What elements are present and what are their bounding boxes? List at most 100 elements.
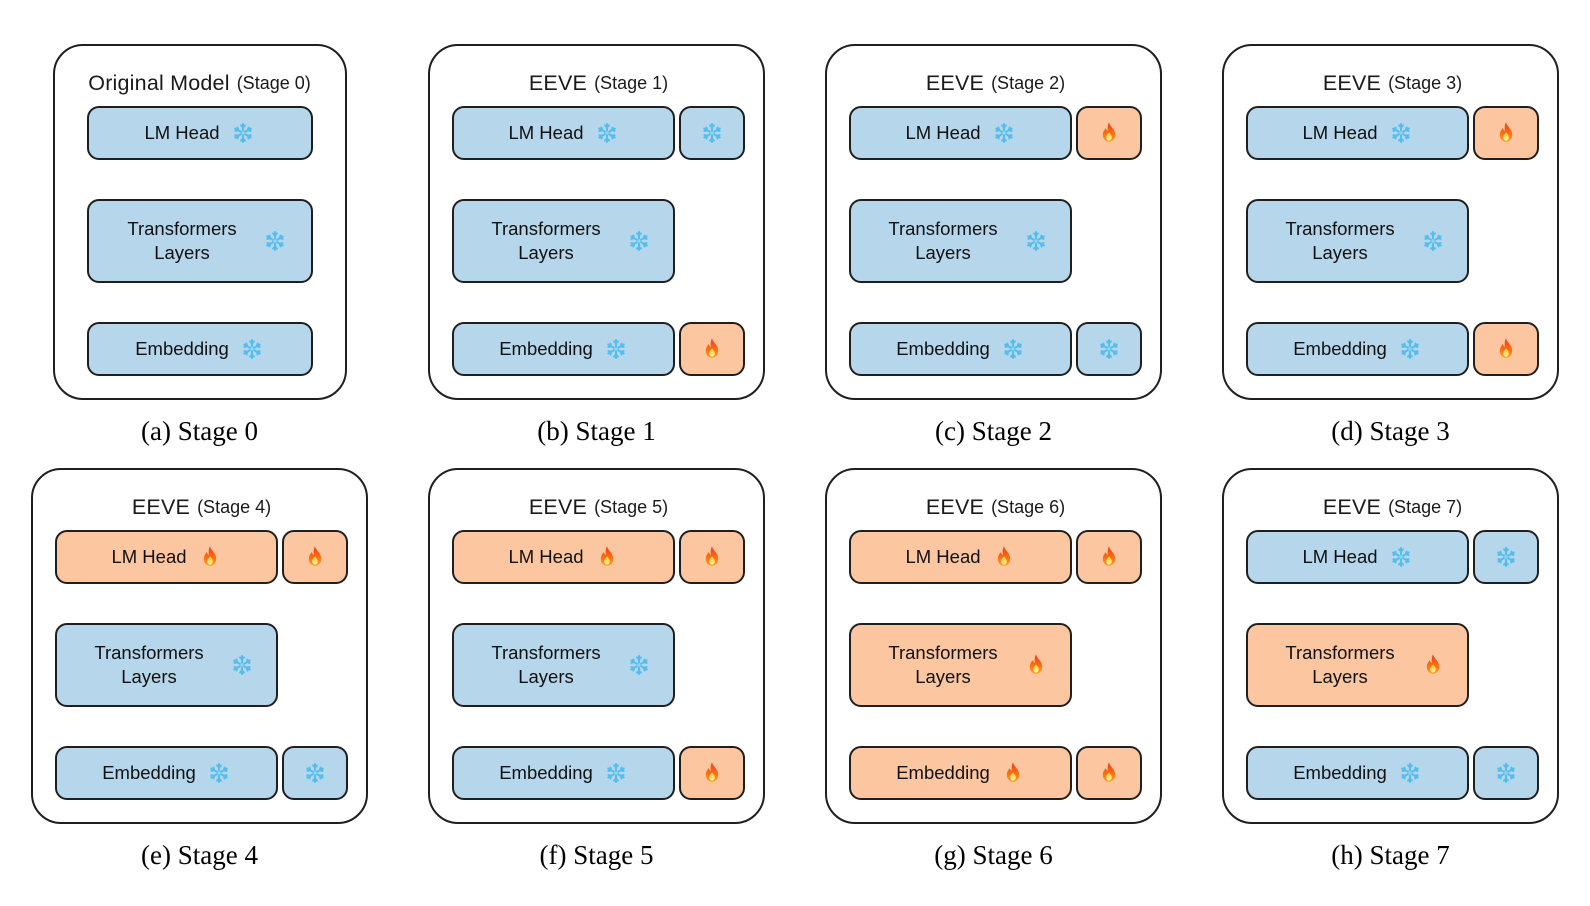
snowflake-icon (207, 761, 231, 785)
box-label: Embedding (499, 761, 593, 783)
embedding-side-box (1473, 746, 1539, 800)
panel-rows: LM Head Transformers Layers Embedding (86, 106, 313, 376)
lm-head-row: LM Head (849, 530, 1142, 584)
stage-caption: (a) Stage 0 (141, 416, 258, 446)
fire-icon (700, 337, 724, 361)
box-label: LM Head (144, 121, 220, 143)
panel-frame-stage-0: Original Model (Stage 0) LM Head Transfo… (52, 44, 347, 400)
panel-title: EEVE (Stage 3) (1246, 60, 1539, 106)
embedding-box: Embedding (1246, 746, 1469, 800)
embedding-row: Embedding (849, 746, 1142, 800)
side-spacer (679, 199, 745, 283)
transformers-layers-box: Transformers Layers (1246, 623, 1469, 707)
fire-icon (1024, 653, 1048, 677)
embedding-side-box (1076, 322, 1142, 376)
box-label: Transformers Layers (1285, 641, 1395, 687)
embedding-row: Embedding (452, 322, 745, 376)
side-spacer (679, 623, 745, 707)
box-label: Transformers Layers (491, 217, 601, 263)
transformers-layers-row: Transformers Layers (452, 623, 745, 707)
fire-icon (595, 545, 619, 569)
panel-title-main: EEVE (528, 494, 588, 519)
transformers-layers-box: Transformers Layers (452, 199, 675, 283)
box-label: Embedding (1293, 761, 1387, 783)
panel-title: EEVE (Stage 5) (452, 484, 745, 530)
panel-frame-stage-5: EEVE (Stage 5) LM Head Transformers Laye… (428, 468, 765, 824)
embedding-box: Embedding (1246, 322, 1469, 376)
lm-head-side-box (679, 530, 745, 584)
stage-panel-1: EEVE (Stage 1) LM Head Transformers Laye… (428, 44, 765, 447)
snowflake-icon (604, 761, 628, 785)
panel-title-main: Original Model (88, 70, 230, 95)
box-label: LM Head (508, 545, 584, 567)
panel-title: EEVE (Stage 2) (849, 60, 1142, 106)
panel-frame-stage-6: EEVE (Stage 6) LM Head Transformers Laye… (825, 468, 1162, 824)
stage-caption: (e) Stage 4 (141, 840, 258, 870)
fire-icon (992, 545, 1016, 569)
snowflake-icon (263, 229, 287, 253)
side-spacer (282, 623, 348, 707)
lm-head-side-box (679, 106, 745, 160)
snowflake-icon (700, 121, 724, 145)
transformers-layers-row: Transformers Layers (849, 199, 1142, 283)
stage-caption: (c) Stage 2 (935, 416, 1052, 446)
panel-frame-stage-4: EEVE (Stage 4) LM Head Transformers Laye… (31, 468, 368, 824)
panel-title-main: EEVE (1322, 70, 1382, 95)
lm-head-box: LM Head (86, 106, 313, 160)
lm-head-row: LM Head (452, 530, 745, 584)
panel-title-main: EEVE (925, 494, 985, 519)
lm-head-row: LM Head (1246, 530, 1539, 584)
lm-head-row: LM Head (452, 106, 745, 160)
panel-title-main: EEVE (131, 494, 191, 519)
box-label: Embedding (1293, 337, 1387, 359)
snowflake-icon (1398, 337, 1422, 361)
snowflake-icon (1421, 229, 1445, 253)
panel-frame-stage-1: EEVE (Stage 1) LM Head Transformers Laye… (428, 44, 765, 400)
fire-icon (303, 545, 327, 569)
snowflake-icon (595, 121, 619, 145)
fire-icon (700, 545, 724, 569)
transformers-layers-box: Transformers Layers (55, 623, 278, 707)
lm-head-row: LM Head (1246, 106, 1539, 160)
transformers-layers-row: Transformers Layers (849, 623, 1142, 707)
panel-rows: LM Head Transformers Layers (452, 530, 745, 800)
embedding-side-box (679, 322, 745, 376)
box-label: Transformers Layers (94, 641, 204, 687)
panel-title-main: EEVE (528, 70, 588, 95)
stage-caption: (b) Stage 1 (537, 416, 656, 446)
stage-caption: (h) Stage 7 (1331, 840, 1450, 870)
lm-head-box: LM Head (452, 530, 675, 584)
box-label: LM Head (1302, 545, 1378, 567)
snowflake-icon (1001, 337, 1025, 361)
panel-title-sub: (Stage 1) (594, 72, 669, 93)
stage-caption: (f) Stage 5 (539, 840, 654, 870)
panel-rows: LM Head Transformers Layers (452, 106, 745, 376)
lm-head-row: LM Head (849, 106, 1142, 160)
snowflake-icon (627, 229, 651, 253)
embedding-box: Embedding (452, 746, 675, 800)
box-label: LM Head (1302, 121, 1378, 143)
snowflake-icon (1398, 761, 1422, 785)
embedding-row: Embedding (452, 746, 745, 800)
snowflake-icon (230, 653, 254, 677)
lm-head-side-box (1076, 106, 1142, 160)
embedding-box: Embedding (849, 746, 1072, 800)
fire-icon (1494, 121, 1518, 145)
box-label: Transformers Layers (127, 217, 237, 263)
panel-frame-stage-3: EEVE (Stage 3) LM Head Transformers Laye… (1222, 44, 1559, 400)
fire-icon (1097, 545, 1121, 569)
panel-title-main: EEVE (1322, 494, 1382, 519)
embedding-row: Embedding (1246, 746, 1539, 800)
panel-frame-stage-7: EEVE (Stage 7) LM Head Transformers Laye… (1222, 468, 1559, 824)
embedding-box: Embedding (452, 322, 675, 376)
panel-rows: LM Head Transformers Layers (1246, 106, 1539, 376)
lm-head-side-box (1473, 530, 1539, 584)
snowflake-icon (1024, 229, 1048, 253)
panel-title-sub: (Stage 0) (236, 72, 311, 93)
panel-title-sub: (Stage 4) (197, 496, 272, 517)
box-label: Embedding (896, 337, 990, 359)
embedding-row: Embedding (849, 322, 1142, 376)
snowflake-icon (1494, 545, 1518, 569)
stage-caption: (d) Stage 3 (1331, 416, 1450, 446)
